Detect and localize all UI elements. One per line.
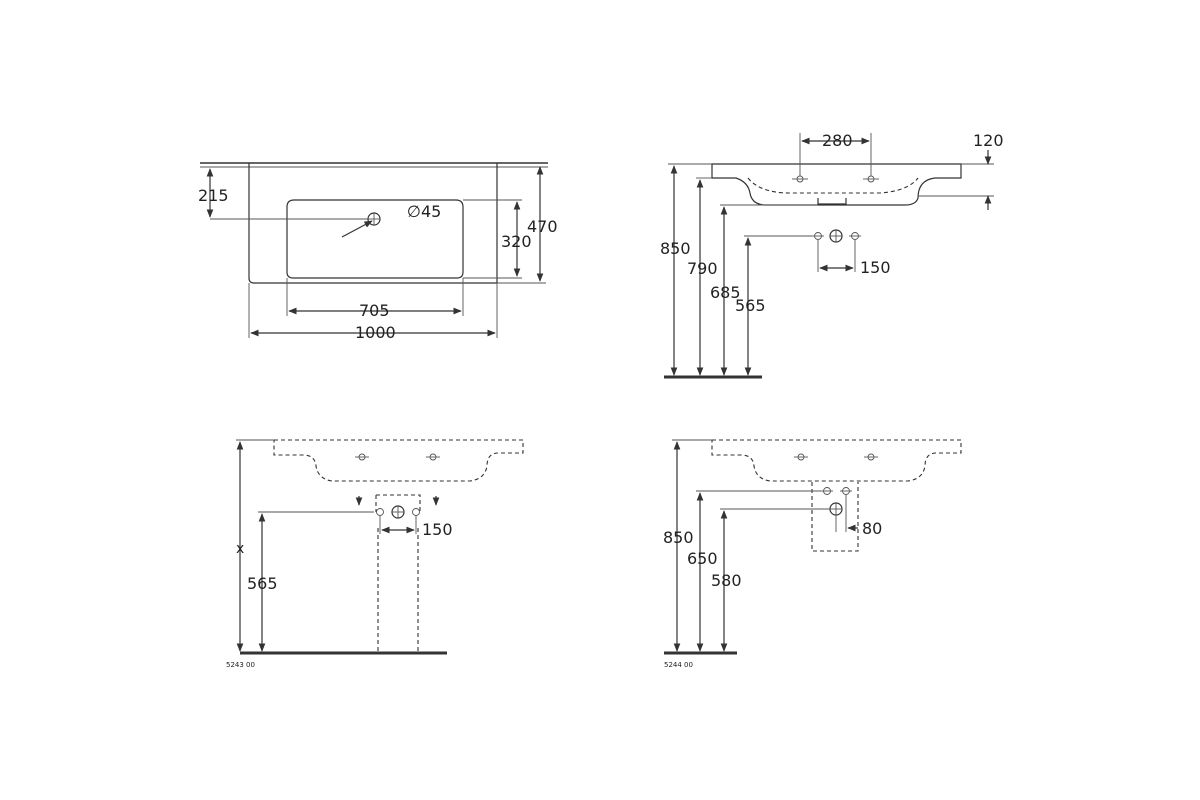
plan-dim-hole-diameter: ∅45 (407, 202, 441, 221)
front-siphon-view: 850 650 580 80 5244 00 (663, 439, 962, 669)
plan-dimension-lines (206, 166, 546, 338)
pedestal-dim-565: 565 (247, 574, 278, 593)
side-dim-685: 685 (710, 283, 741, 302)
plan-dim-705: 705 (359, 301, 390, 320)
side-dim-150: 150 (860, 258, 891, 277)
siphon-product-code: 5244 00 (664, 661, 693, 669)
siphon-dimension-lines (672, 439, 858, 652)
siphon-dim-650: 650 (687, 549, 718, 568)
side-dim-565: 565 (735, 296, 766, 315)
siphon-basin-outline (711, 439, 962, 552)
pedestal-basin-outline (273, 439, 524, 652)
pedestal-dim-x: x (236, 541, 244, 557)
pedestal-product-code: 5243 00 (226, 661, 255, 669)
plan-dim-1000: 1000 (355, 323, 396, 342)
side-view: 280 120 850 790 685 565 150 (660, 131, 1004, 379)
plan-dim-215: 215 (198, 186, 229, 205)
siphon-dim-850: 850 (663, 528, 694, 547)
siphon-dim-80: 80 (862, 519, 882, 538)
side-dim-790: 790 (687, 259, 718, 278)
plan-dim-320: 320 (501, 232, 532, 251)
front-pedestal-view: x 565 150 5243 00 (226, 439, 524, 669)
side-dim-280: 280 (822, 131, 853, 150)
plan-view: 215 ∅45 320 470 705 1000 (198, 162, 558, 342)
side-dim-120: 120 (973, 131, 1004, 150)
plan-basin-outline (200, 162, 548, 284)
plan-dim-470: 470 (527, 217, 558, 236)
pedestal-dim-150: 150 (422, 520, 453, 539)
siphon-dim-580: 580 (711, 571, 742, 590)
side-basin-outline (711, 163, 962, 243)
side-dimension-lines (668, 133, 994, 376)
side-dim-850: 850 (660, 239, 691, 258)
pedestal-dimension-lines (236, 439, 417, 652)
